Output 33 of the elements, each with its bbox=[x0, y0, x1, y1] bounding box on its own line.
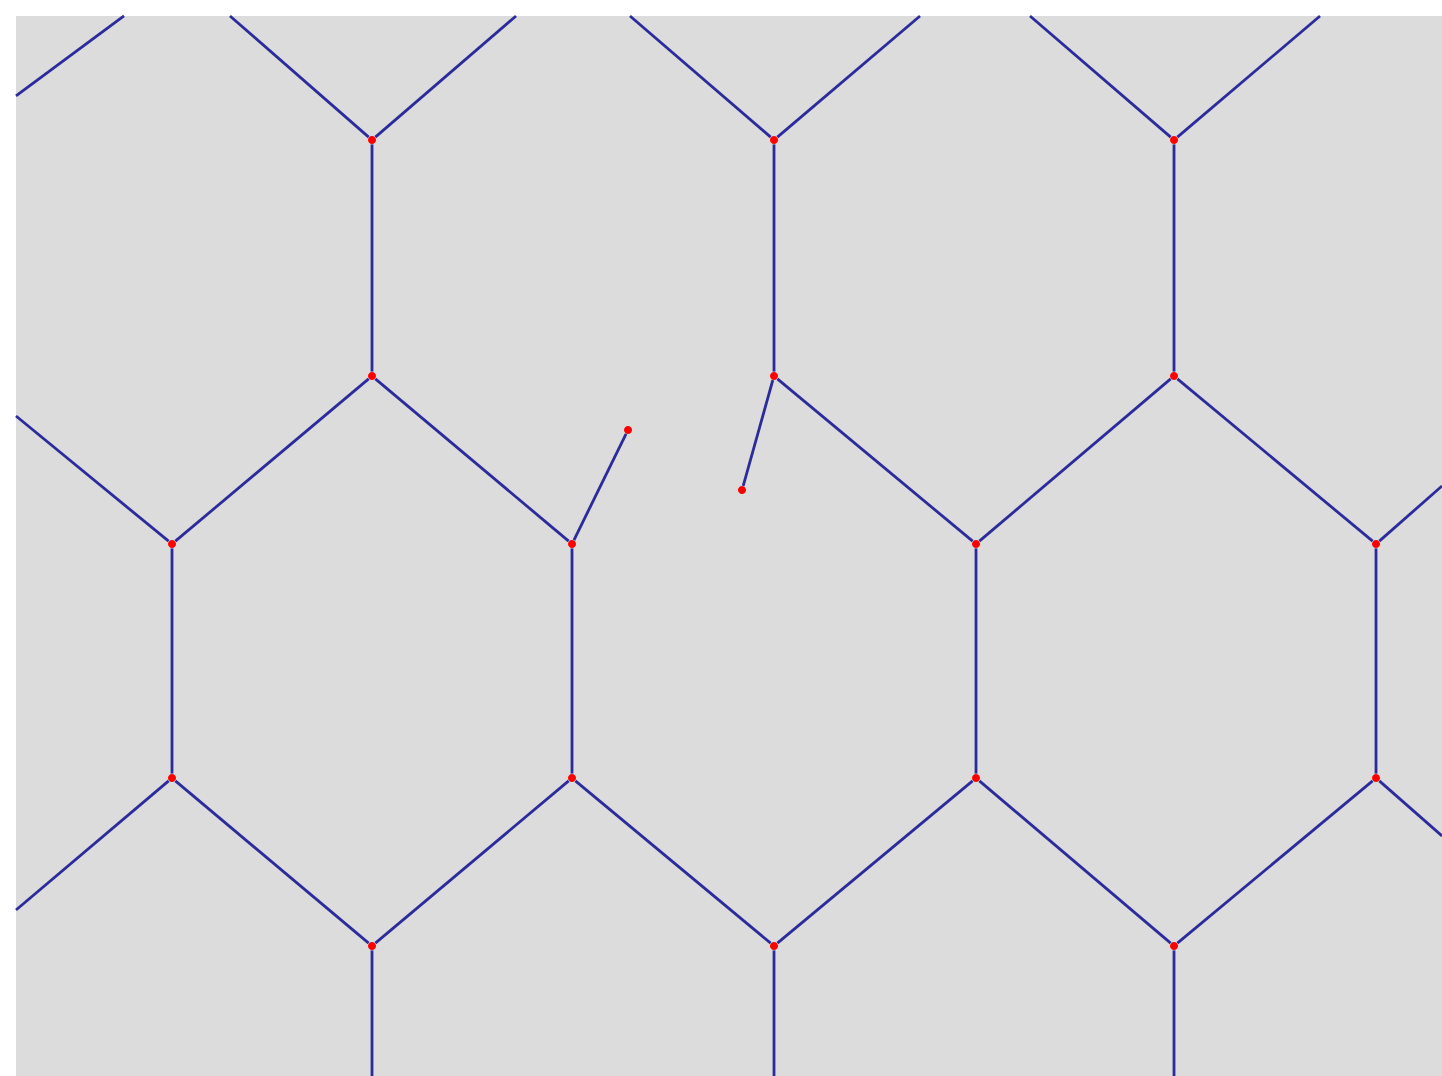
lattice-line bbox=[174, 779, 370, 945]
lattice-line bbox=[1172, 144, 1176, 372]
lattice-line bbox=[629, 14, 772, 139]
lattice-line bbox=[741, 379, 775, 487]
lattice-line bbox=[15, 414, 170, 543]
lattice-line bbox=[1176, 14, 1321, 139]
lattice-line bbox=[772, 144, 776, 372]
lattice-line bbox=[776, 14, 921, 139]
lattice-line bbox=[374, 779, 570, 945]
lattice-line bbox=[776, 779, 974, 945]
lattice-line bbox=[1176, 779, 1374, 945]
lattice-line bbox=[772, 950, 776, 1076]
lattice-line bbox=[1176, 377, 1374, 543]
lattice-line bbox=[974, 548, 978, 774]
lattice-line bbox=[1029, 14, 1172, 139]
lattice-line bbox=[572, 433, 628, 541]
lattice-line bbox=[229, 14, 370, 139]
lattice-line bbox=[370, 144, 374, 372]
lattice-line bbox=[374, 377, 570, 543]
lattice-line bbox=[1374, 548, 1378, 774]
lattice-line bbox=[776, 377, 974, 543]
lattice-line bbox=[170, 548, 174, 774]
lattice-line bbox=[574, 779, 772, 945]
lattice-line bbox=[978, 377, 1172, 543]
lattice-line bbox=[1378, 779, 1442, 838]
lattice-line bbox=[15, 779, 170, 912]
lattice-line bbox=[370, 950, 374, 1076]
lattice-line bbox=[374, 14, 517, 139]
lattice-line bbox=[978, 779, 1172, 945]
lattice-line bbox=[570, 548, 574, 774]
lattice-line bbox=[174, 377, 370, 543]
lattice-line bbox=[1172, 950, 1176, 1076]
lattice-line bbox=[1378, 484, 1442, 543]
